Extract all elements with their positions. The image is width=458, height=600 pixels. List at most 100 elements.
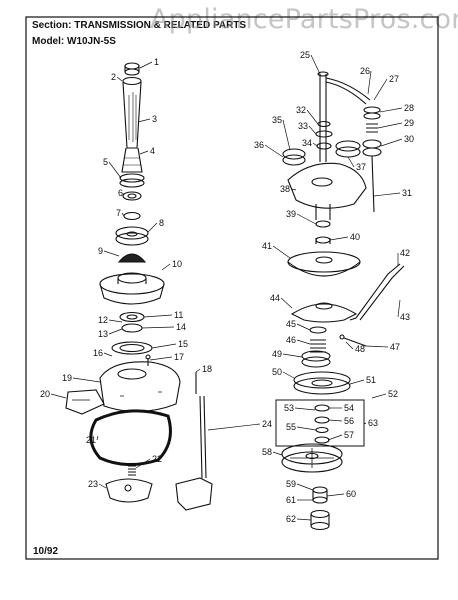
part-42-dish [287,251,361,277]
part-45-cone [290,302,358,323]
part-60-62-nut [312,486,328,504]
part-39-housing [287,162,367,220]
callout-6: 6 [118,188,123,198]
callout-17: 17 [174,352,184,362]
part-51-52-clutch-drum [293,371,351,395]
callout-27: 27 [389,74,399,84]
part-43-brake-lever [349,263,405,321]
leader-line-41 [272,245,291,259]
leader-line-17 [149,356,173,361]
part-26-drive-shaft [317,71,329,162]
leader-line-2 [116,76,123,82]
leader-line-60 [326,493,345,497]
section-line: Section: TRANSMISSION & RELATED PARTS [32,20,246,31]
part-38-gear [335,140,361,158]
leader-line-48 [345,341,354,350]
callout-60: 60 [346,489,356,499]
callout-31: 31 [402,188,412,198]
leader-line-9 [103,250,120,257]
callout-19: 19 [62,373,72,383]
callout-25: 25 [300,50,310,60]
part-48-49-bolt [339,334,367,347]
callout-37: 37 [356,162,366,172]
leader-line-30 [380,138,403,147]
callout-22: 22 [152,454,162,464]
part-7-ring [123,211,141,221]
callout-52: 52 [388,389,398,399]
callout-33: 33 [298,121,308,131]
callout-51: 51 [366,375,376,385]
part-23-spring [128,465,136,476]
leader-line-56 [328,419,343,422]
callout-53: 53 [284,403,294,413]
callout-8: 8 [159,218,164,228]
leader-line-14 [141,326,175,329]
callout-36: 36 [254,140,264,150]
leader-line-25 [310,54,321,75]
part-3-agitator-shaft [121,81,143,173]
leader-line-37 [347,156,355,168]
leader-line-38 [290,188,297,191]
callout-32: 32 [296,105,306,115]
watermark: AppliancePartsPros.com [150,4,458,35]
part-31-gear [362,139,382,157]
part-30-spring-clip [366,123,378,133]
part-46-47-spring [309,326,327,353]
part-8-gear [115,226,149,246]
part-59-pulley [281,443,343,473]
leader-line-8 [147,222,158,233]
leader-line-15 [151,343,177,349]
part-63-bushing [310,509,330,531]
leader-line-36 [264,144,284,158]
part-32-shift-shaft [371,155,375,213]
part-33-34-washers [315,120,333,150]
leader-line-63 [363,422,367,425]
callout-20: 20 [40,389,50,399]
leader-line-50 [282,371,295,379]
leader-line-52 [371,393,387,399]
callout-46: 46 [286,335,296,345]
callout-39: 39 [286,209,296,219]
leader-line-1 [139,61,153,69]
part-64-kit-box [275,399,365,447]
callout-34: 34 [302,138,312,148]
callout-11: 11 [174,310,183,320]
callout-10: 10 [172,259,182,269]
part-10-tub-hub [99,272,165,305]
callout-30: 30 [404,134,414,144]
leader-line-29 [377,122,403,129]
part-2-agitator-shaft-top [122,76,142,86]
leader-line-62 [296,518,312,521]
part-15-bearing [121,323,143,333]
callout-21: 21 [86,435,96,445]
callout-3: 3 [152,114,157,124]
model-line: Model: W10JN-5S [32,36,116,47]
leader-line-47 [365,345,389,348]
leader-line-7 [121,212,125,217]
callout-14: 14 [176,322,186,332]
callout-45: 45 [286,319,296,329]
leader-line-35 [282,119,291,151]
callout-28: 28 [404,103,414,113]
part-16-seal-ring [111,341,153,355]
leader-line-19 [72,377,101,383]
callout-42: 42 [400,248,410,258]
callout-38: 38 [280,184,290,194]
callout-leader-lines [50,54,403,521]
callout-63: 63 [368,418,378,428]
part-36-37-pinion [282,148,306,166]
leader-line-31 [373,192,401,197]
callout-54: 54 [344,403,354,413]
leader-line-44 [280,297,293,309]
leader-line-28 [379,107,403,113]
callout-48: 48 [355,344,365,354]
leader-line-5 [108,161,122,179]
leader-line-58 [272,451,283,456]
callout-41: 41 [262,241,272,251]
leader-line-39 [296,213,317,225]
leader-line-33 [308,125,317,135]
leader-line-16 [103,352,113,357]
model-prefix: Model: [32,36,65,47]
